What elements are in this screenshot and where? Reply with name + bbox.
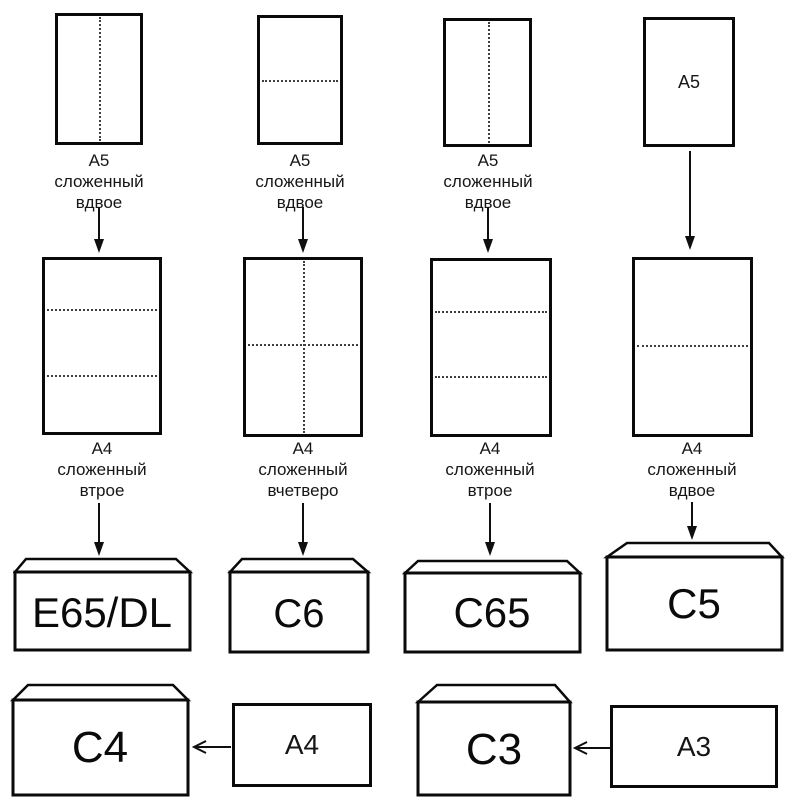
caption-line: вчетверо [267,481,339,500]
caption-line: А4 [91,439,113,458]
envelope-label: С65 [453,589,530,636]
caption-line: сложенный [445,460,535,479]
arrow-down-icon [298,503,308,556]
envelope-body [13,570,192,652]
paper-label: А4 [284,729,320,760]
caption-a4-folded-half: А4 сложенный вдвое [612,438,772,501]
envelope-c65: С65 [401,559,584,654]
envelope-flap [13,557,194,574]
caption-line: втрое [467,481,513,500]
envelope-flap [227,557,372,574]
caption-line: сложенный [255,172,345,191]
caption-line: втрое [79,481,125,500]
caption-line: сложенный [258,460,348,479]
paper-label: А3 [676,730,712,762]
envelope-e65-dl: E65/DL [13,557,194,652]
paper-label: А5 [677,71,701,92]
fold-line-vertical [303,261,305,433]
fold-line-horizontal [435,376,547,379]
envelope-body [416,700,572,797]
arrow-down-icon [483,207,493,253]
a5-paper-fold-vertical [443,18,532,147]
envelope-label: E65/DL [32,589,172,636]
a4-source-paper: А4 [232,703,372,787]
envelope-c5: С5 [603,541,785,652]
arrow-left-icon [191,740,231,754]
a3-source-paper: А3 [610,705,778,788]
envelope-flap [9,683,192,702]
caption-a5-folded-half: А5 сложенный вдвое [29,150,169,213]
envelope-flap [414,683,573,704]
fold-line-horizontal [262,80,338,82]
arrow-down-icon [94,207,104,253]
fold-line-horizontal [47,309,157,312]
envelope-flap [603,541,785,559]
caption-a4-folded-quarters: А4 сложенный вчетверо [223,438,383,501]
envelope-c3: С3 [414,683,573,797]
caption-line: сложенный [443,172,533,191]
fold-line-horizontal [637,345,748,348]
a4-paper-fold-thirds [430,258,552,437]
a5-paper-fold-horizontal [257,15,343,145]
caption-a4-folded-thirds: А4 сложенный втрое [22,438,182,501]
caption-line: А5 [289,151,311,170]
caption-line: А4 [479,439,501,458]
caption-line: вдвое [75,193,123,212]
fold-line-horizontal [435,311,547,314]
caption-line: вдвое [668,481,716,500]
envelope-label: С4 [72,723,128,772]
envelope-c6: С6 [227,557,372,654]
envelope-body [228,570,370,654]
caption-line: сложенный [54,172,144,191]
a5-paper-unfolded: А5 [643,17,735,147]
envelope-label: С5 [667,580,721,627]
caption-line: сложенный [647,460,737,479]
fold-line-horizontal [47,375,157,378]
caption-line: вдвое [276,193,324,212]
envelope-c4-highlighted: С4 [9,683,192,797]
a5-paper-fold-vertical [55,13,143,145]
envelope-body [403,571,582,654]
caption-line: вдвое [464,193,512,212]
caption-a4-folded-thirds: А4 сложенный втрое [410,438,570,501]
a4-paper-fold-thirds [42,257,162,435]
fold-line-vertical [99,17,101,141]
caption-line: А5 [477,151,499,170]
arrow-down-icon [687,502,697,540]
envelope-body [11,698,190,797]
envelope-label: С6 [273,592,324,636]
caption-line: сложенный [57,460,147,479]
envelope-body [605,555,784,652]
envelope-label: С3 [466,725,522,774]
caption-line: А4 [681,439,703,458]
a4-paper-fold-quarters [243,257,363,437]
fold-line-vertical [487,22,490,143]
arrow-down-icon [485,503,495,556]
envelope-flap [401,559,584,575]
a4-paper-fold-half [632,257,753,437]
caption-a5-folded-half: А5 сложенный вдвое [230,150,370,213]
caption-a5-folded-half: А5 сложенный вдвое [418,150,558,213]
caption-line: А5 [88,151,110,170]
arrow-left-icon [572,741,610,755]
arrow-down-icon [94,503,104,556]
arrow-down-icon [298,207,308,253]
caption-line: А4 [292,439,314,458]
arrow-down-icon [685,151,695,250]
